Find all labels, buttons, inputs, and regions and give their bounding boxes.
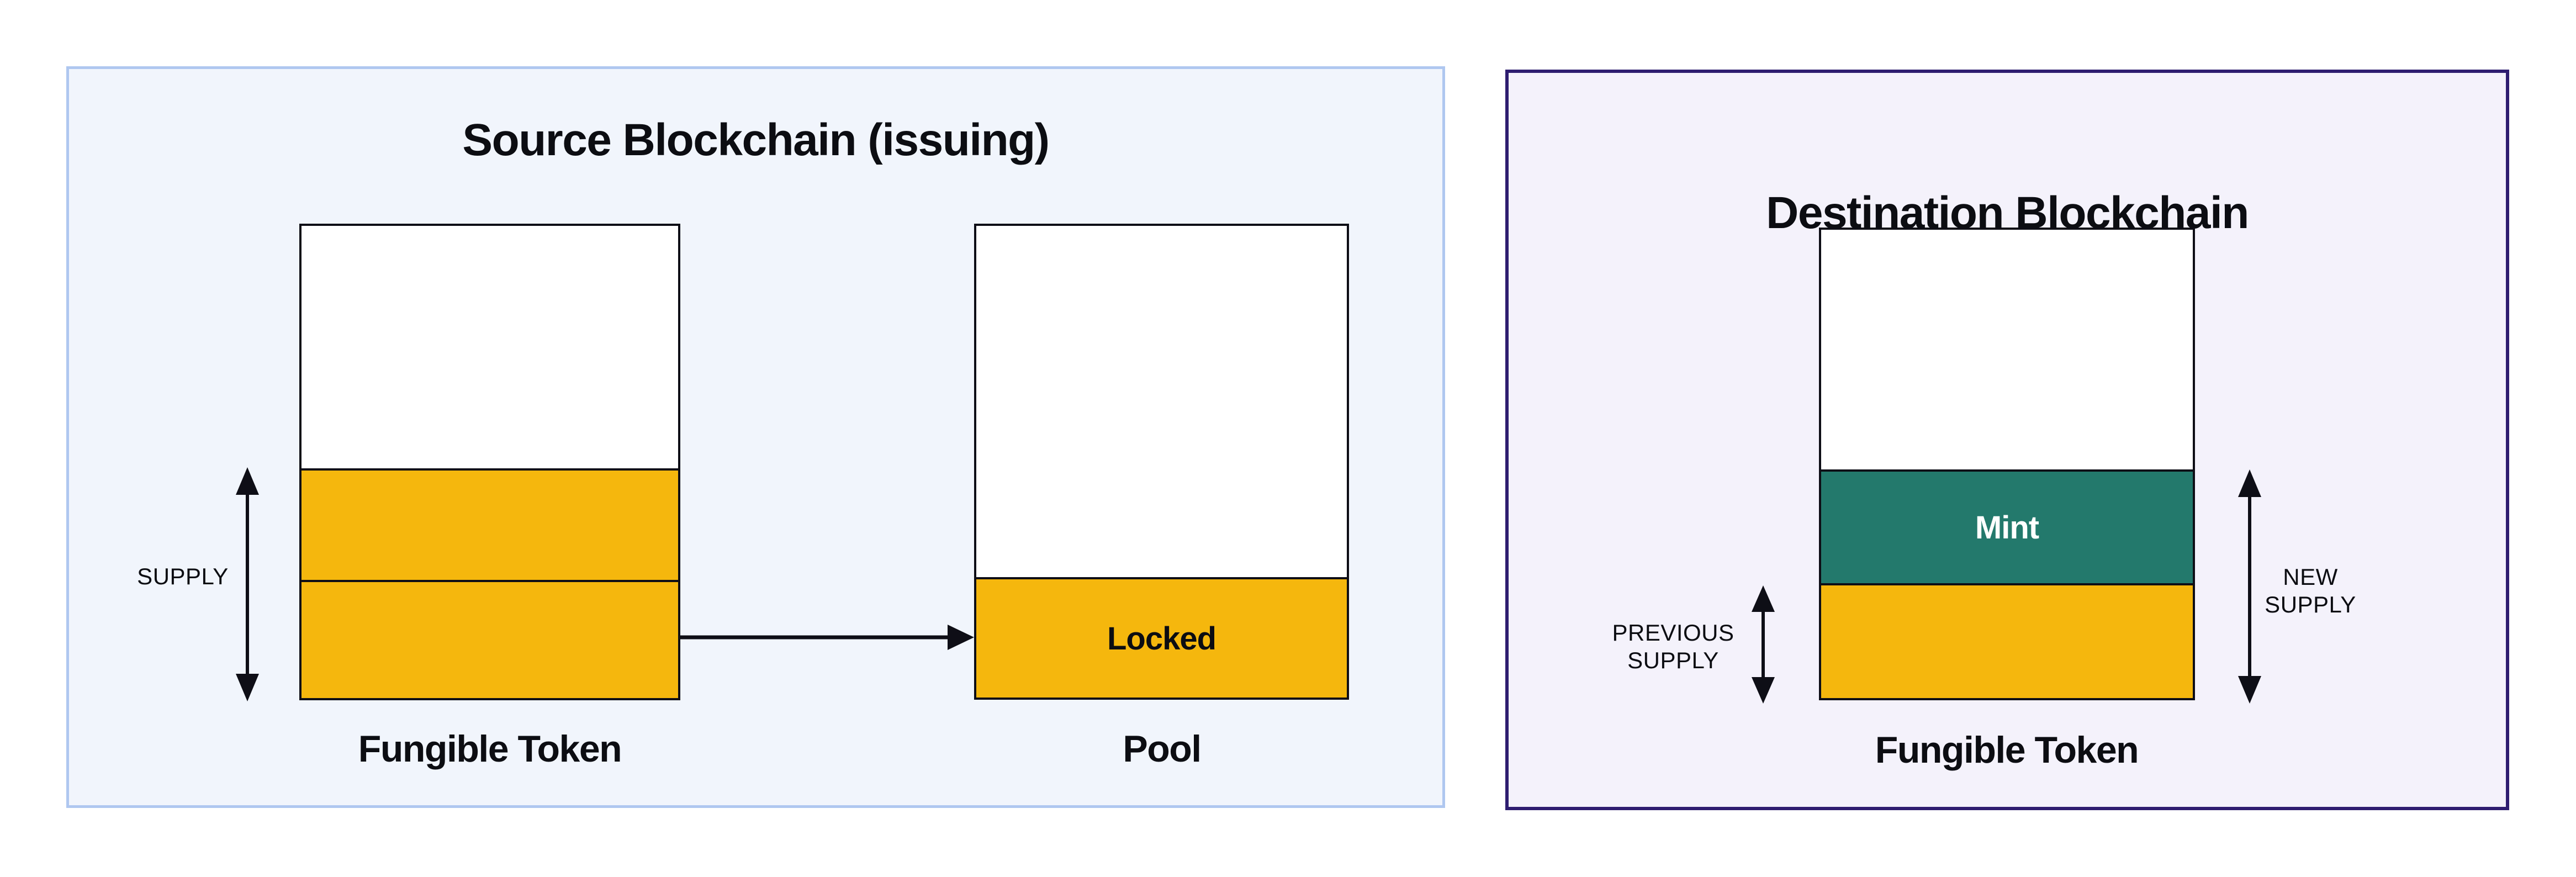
lock-transfer-arrow-icon [680, 625, 974, 650]
source-fungible-token-caption: Fungible Token [358, 728, 622, 770]
previous-supply-label-line1: PREVIOUS [1612, 620, 1734, 646]
mint-label: Mint [1975, 509, 2039, 546]
previous-supply-range-arrow-icon [1752, 585, 1775, 704]
mint-segment: Mint [1821, 469, 2193, 583]
new-supply-label-line2: SUPPLY [2265, 591, 2356, 617]
unissued-supply-segment [1821, 230, 2193, 469]
previous-supply-label: PREVIOUS SUPPLY [1612, 619, 1734, 674]
supply-lower-segment [301, 580, 678, 698]
unissued-supply-segment [301, 226, 678, 468]
source-fungible-token-bar [299, 224, 680, 700]
destination-fungible-token-bar: Mint [1819, 228, 2195, 700]
supply-label: SUPPLY [137, 563, 229, 589]
pool-caption: Pool [1123, 728, 1202, 770]
pool-bar: Locked [974, 224, 1349, 700]
new-supply-label-line1: NEW [2283, 564, 2338, 590]
supply-range-arrow-icon [236, 467, 259, 701]
pool-locked-segment: Locked [976, 577, 1347, 698]
new-supply-range-arrow-icon [2238, 469, 2261, 704]
source-panel-title: Source Blockchain (issuing) [462, 115, 1050, 165]
locked-label: Locked [1107, 620, 1216, 657]
previous-supply-segment [1821, 583, 2193, 698]
new-supply-label: NEW SUPPLY [2265, 563, 2356, 619]
pool-empty-segment [976, 226, 1347, 577]
supply-upper-segment [301, 468, 678, 580]
destination-fungible-token-caption: Fungible Token [1875, 729, 2139, 771]
previous-supply-label-line2: SUPPLY [1627, 647, 1719, 673]
